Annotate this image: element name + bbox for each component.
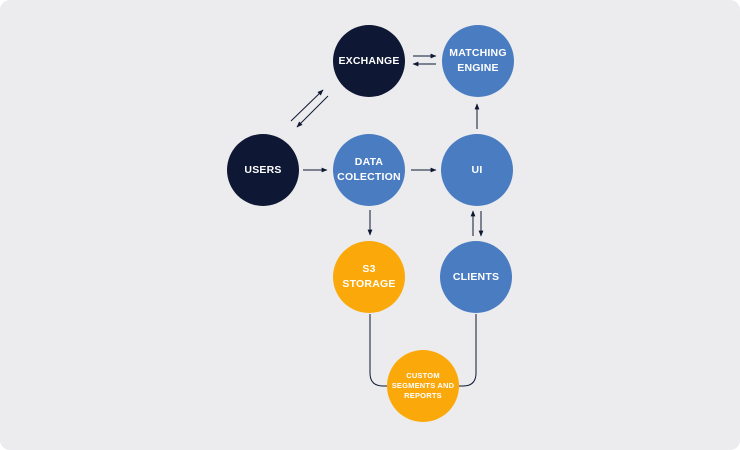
node-users: USERS (227, 134, 299, 206)
node-clients: CLIENTS (440, 241, 512, 313)
arrow-exchange-to-users (296, 95, 329, 128)
arrow-users-to-exchange (290, 89, 324, 122)
node-matching-engine: MATCHING ENGINE (442, 25, 514, 97)
node-ui: UI (441, 134, 513, 206)
node-exchange: EXCHANGE (333, 25, 405, 97)
node-data-colection: DATA COLECTION (333, 134, 405, 206)
connector-clients-to-custom (459, 314, 477, 387)
node-s3-storage: S3 STORAGE (333, 241, 405, 313)
connector-s3-to-custom (369, 314, 388, 387)
node-custom-segments-and-reports: CUSTOM SEGMENTS AND REPORTS (387, 350, 459, 422)
